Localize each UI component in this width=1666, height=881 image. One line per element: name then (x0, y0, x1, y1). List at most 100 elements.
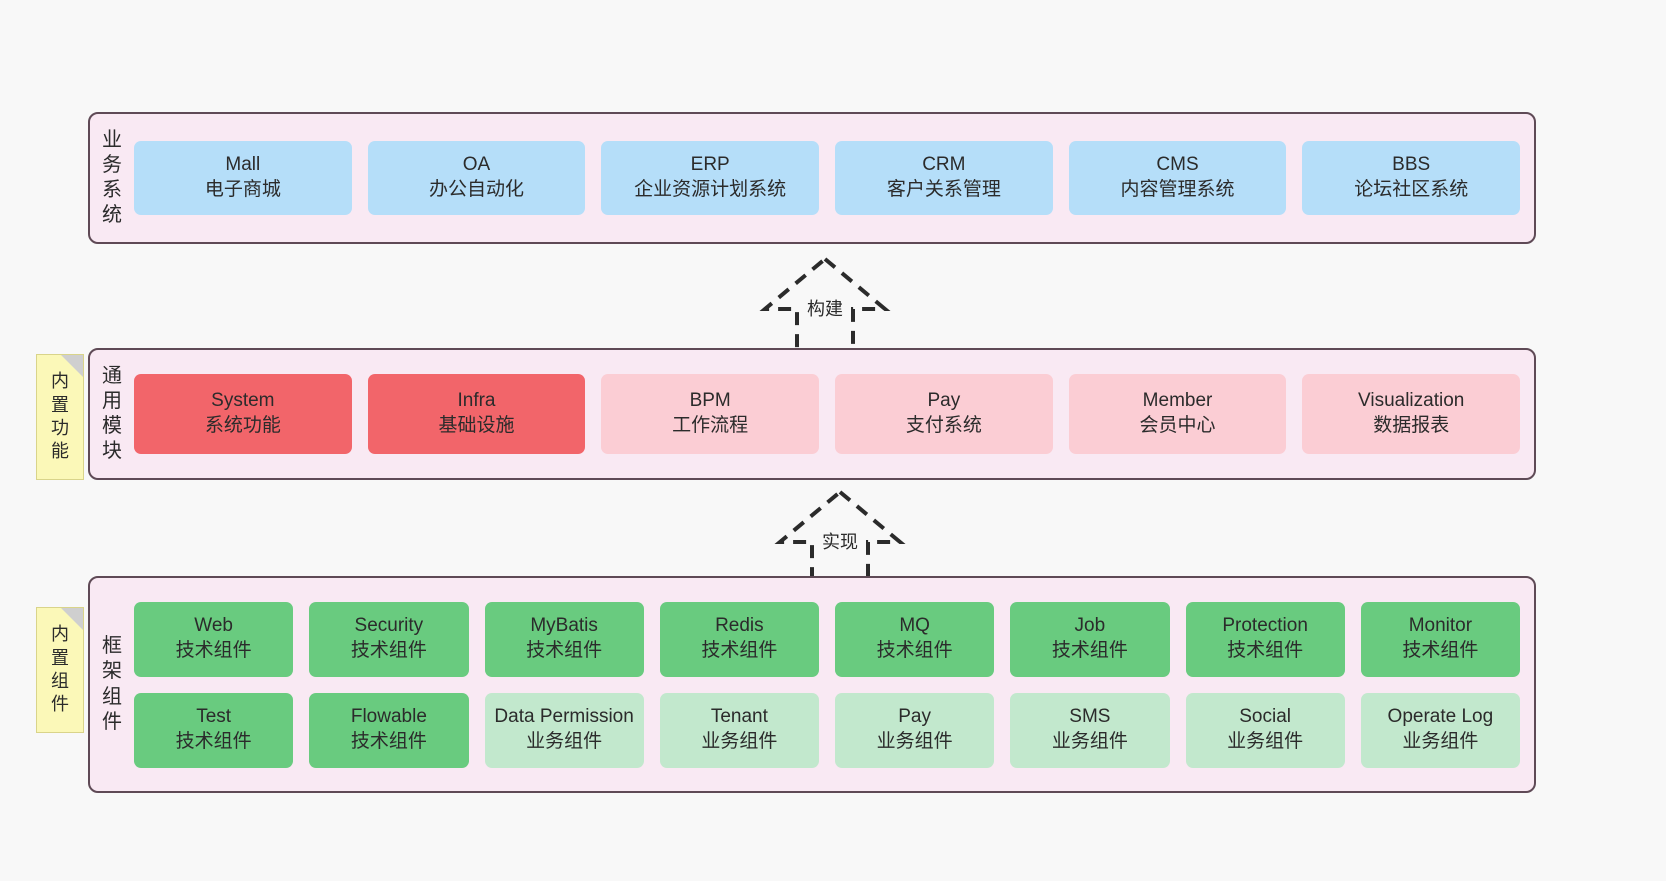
card-name: Data Permission (494, 706, 634, 728)
card-desc: 业务组件 (526, 731, 603, 752)
card-desc: 电子商城 (204, 179, 281, 200)
card-protection[interactable]: Protection 技术组件 (1185, 601, 1345, 677)
layer-title-char: 组 (102, 685, 122, 708)
layer-title-business-system: 业 务 系 统 (90, 128, 134, 229)
layer-title-framework-components: 框 架 组 件 (90, 634, 134, 735)
card-bbs[interactable]: BBS 论坛社区系统 (1302, 141, 1521, 215)
layer-title-char: 用 (102, 389, 122, 412)
card-tenant[interactable]: Tenant 业务组件 (659, 692, 819, 768)
note-char: 置 (51, 394, 69, 415)
card-security[interactable]: Security 技术组件 (309, 601, 469, 677)
card-desc: 业务组件 (876, 731, 953, 752)
card-name: MQ (899, 615, 930, 637)
card-name: Security (354, 615, 424, 637)
card-bpm[interactable]: BPM 工作流程 (601, 374, 820, 454)
layer-title-char: 业 (102, 128, 122, 151)
layer-body-common-modules: System 系统功能 Infra 基础设施 BPM 工作流程 Pay 支付系统… (134, 350, 1534, 478)
note-char: 置 (51, 647, 69, 668)
card-name: Tenant (710, 706, 768, 728)
card-desc: 技术组件 (1227, 640, 1304, 661)
card-sms[interactable]: SMS 业务组件 (1010, 692, 1170, 768)
card-name: Infra (457, 390, 496, 412)
note-char: 能 (51, 441, 69, 462)
card-row: Web 技术组件 Security 技术组件 MyBatis 技术组件 Redi… (134, 601, 1520, 677)
layer-framework-components: 框 架 组 件 Web 技术组件 Security 技术组件 MyBatis 技… (88, 576, 1536, 793)
note-fold-corner-icon (61, 608, 83, 630)
layer-business-system: 业 务 系 统 Mall 电子商城 OA 办公自动化 ERP 企业资源计划系统 … (88, 112, 1536, 244)
card-visualization[interactable]: Visualization 数据报表 (1302, 374, 1521, 454)
card-system[interactable]: System 系统功能 (134, 374, 352, 454)
card-desc: 工作流程 (672, 415, 749, 436)
card-name: Pay (927, 390, 961, 412)
card-flowable[interactable]: Flowable 技术组件 (309, 692, 469, 768)
card-desc: 企业资源计划系统 (634, 179, 787, 200)
layer-title-char: 模 (102, 415, 122, 437)
card-desc: 技术组件 (175, 640, 252, 661)
card-desc: 业务组件 (1051, 731, 1128, 752)
card-pay-module[interactable]: Pay 支付系统 (835, 374, 1053, 454)
card-test[interactable]: Test 技术组件 (134, 692, 294, 768)
card-name: Test (196, 706, 232, 728)
card-desc: 支付系统 (905, 415, 982, 436)
card-member[interactable]: Member 会员中心 (1068, 374, 1287, 454)
card-desc: 内容管理系统 (1120, 179, 1235, 200)
card-name: BPM (689, 390, 731, 412)
arrow-outline (759, 256, 891, 357)
layer-title-char: 务 (102, 153, 122, 176)
card-desc: 业务组件 (1227, 731, 1304, 752)
card-name: Protection (1222, 615, 1308, 637)
note-char: 功 (51, 418, 69, 438)
card-name: Member (1142, 390, 1213, 412)
layer-body-business-system: Mall 电子商城 OA 办公自动化 ERP 企业资源计划系统 CRM 客户关系… (134, 114, 1534, 242)
card-mall[interactable]: Mall 电子商城 (134, 141, 352, 215)
card-social[interactable]: Social 业务组件 (1185, 692, 1345, 768)
card-operate-log[interactable]: Operate Log 业务组件 (1360, 692, 1520, 768)
card-name: Mall (225, 154, 261, 176)
card-name: CMS (1156, 154, 1199, 176)
card-desc: 论坛社区系统 (1354, 179, 1469, 200)
card-mybatis[interactable]: MyBatis 技术组件 (484, 601, 644, 677)
card-name: Pay (898, 706, 931, 728)
card-web[interactable]: Web 技术组件 (134, 601, 294, 677)
card-name: ERP (690, 154, 730, 176)
card-desc: 技术组件 (350, 640, 427, 661)
card-name: Redis (715, 615, 764, 637)
card-infra[interactable]: Infra 基础设施 (367, 374, 586, 454)
card-desc: 数据报表 (1373, 415, 1450, 436)
layer-title-char: 系 (102, 179, 122, 201)
card-oa[interactable]: OA 办公自动化 (367, 141, 586, 215)
layer-title-char: 通 (102, 364, 122, 387)
card-redis[interactable]: Redis 技术组件 (659, 601, 819, 677)
note-char: 件 (51, 694, 69, 715)
layer-title-char: 框 (102, 635, 122, 658)
card-mq[interactable]: MQ 技术组件 (835, 601, 995, 677)
card-desc: 系统功能 (204, 415, 281, 436)
card-desc: 办公自动化 (429, 179, 525, 200)
card-name: OA (462, 154, 491, 176)
card-pay-component[interactable]: Pay 业务组件 (835, 692, 995, 768)
arrow-outline (774, 489, 906, 590)
card-erp[interactable]: ERP 企业资源计划系统 (601, 141, 820, 215)
card-name: Social (1239, 706, 1291, 728)
card-row: Mall 电子商城 OA 办公自动化 ERP 企业资源计划系统 CRM 客户关系… (134, 141, 1521, 215)
layer-title-char: 架 (102, 660, 122, 683)
card-desc: 业务组件 (701, 731, 778, 752)
card-desc: 基础设施 (438, 415, 515, 436)
card-name: System (211, 390, 275, 412)
card-data-permission[interactable]: Data Permission 业务组件 (484, 692, 644, 768)
card-desc: 技术组件 (1051, 640, 1128, 661)
card-desc: 技术组件 (876, 640, 953, 661)
layer-title-char: 统 (102, 204, 122, 227)
card-row: Test 技术组件 Flowable 技术组件 Data Permission … (134, 692, 1520, 768)
card-name: Visualization (1358, 390, 1465, 412)
card-name: Flowable (350, 706, 427, 728)
card-crm[interactable]: CRM 客户关系管理 (835, 141, 1053, 215)
card-job[interactable]: Job 技术组件 (1010, 601, 1170, 677)
card-desc: 技术组件 (1402, 640, 1479, 661)
card-monitor[interactable]: Monitor 技术组件 (1360, 601, 1520, 677)
card-desc: 技术组件 (526, 640, 603, 661)
note-fold-corner-icon (61, 355, 83, 377)
card-desc: 技术组件 (701, 640, 778, 661)
card-desc: 技术组件 (175, 731, 252, 752)
card-cms[interactable]: CMS 内容管理系统 (1068, 141, 1287, 215)
